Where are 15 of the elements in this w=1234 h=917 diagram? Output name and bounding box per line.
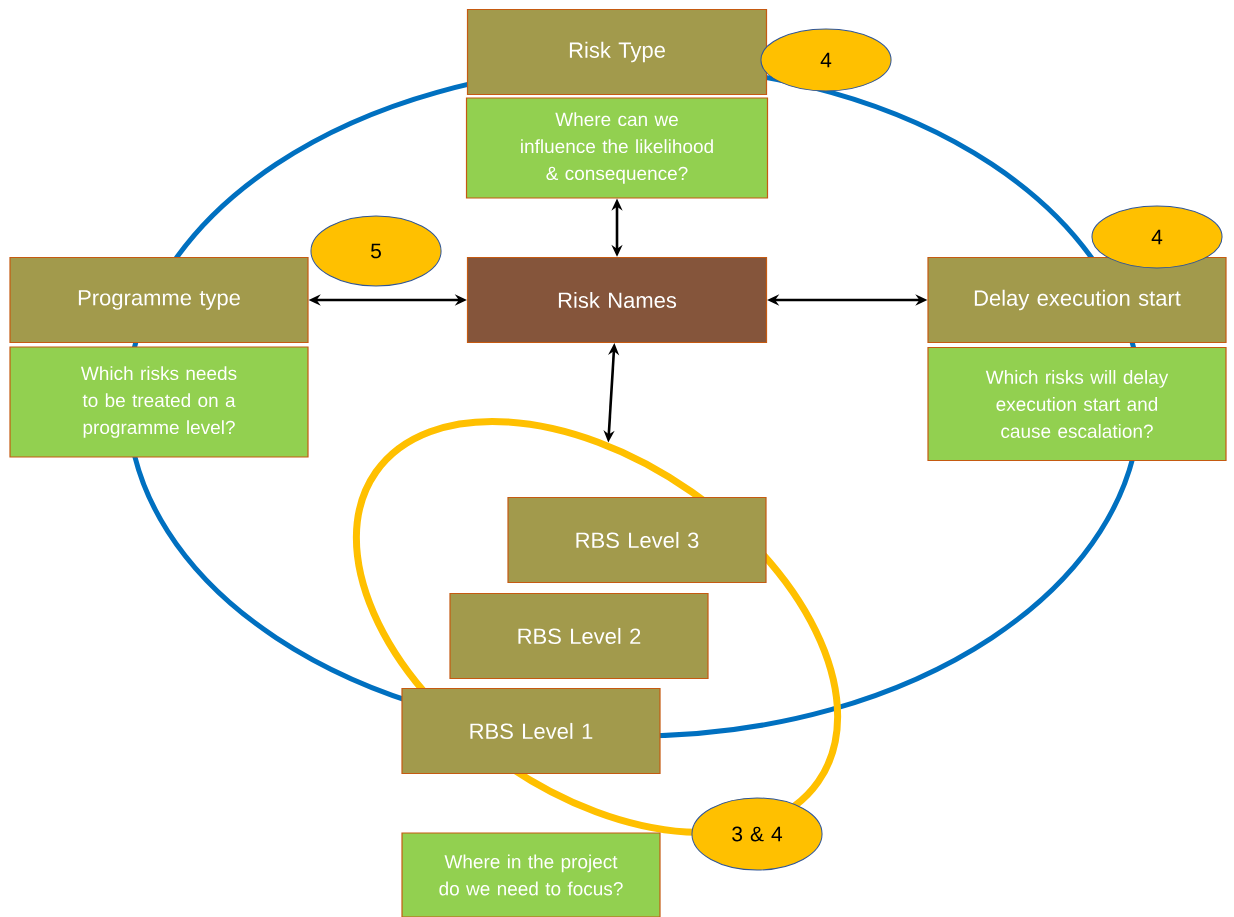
question-box: Which risks will delay execution start and cause escalation? <box>927 346 1227 462</box>
process-box: RBS Level 3 <box>507 496 767 584</box>
number-badge: 3 & 4 <box>691 797 823 871</box>
question-box: Where in the project do we need to focus? <box>401 832 661 917</box>
process-box: RBS Level 2 <box>449 592 709 680</box>
number-badge: 4 <box>760 28 892 92</box>
number-badge: 4 <box>1091 205 1223 269</box>
process-box: RBS Level 1 <box>401 687 661 775</box>
process-box: Delay execution start <box>927 256 1227 344</box>
question-box: Which risks needs to be treated on a programme level? <box>9 346 309 458</box>
process-box: Programme type <box>9 256 309 344</box>
question-box: Where can we influence the likelihood & consequence? <box>465 97 769 199</box>
number-badge: 5 <box>310 215 442 287</box>
process-box: Risk Names <box>466 256 768 344</box>
process-box: Risk Type <box>466 8 768 96</box>
